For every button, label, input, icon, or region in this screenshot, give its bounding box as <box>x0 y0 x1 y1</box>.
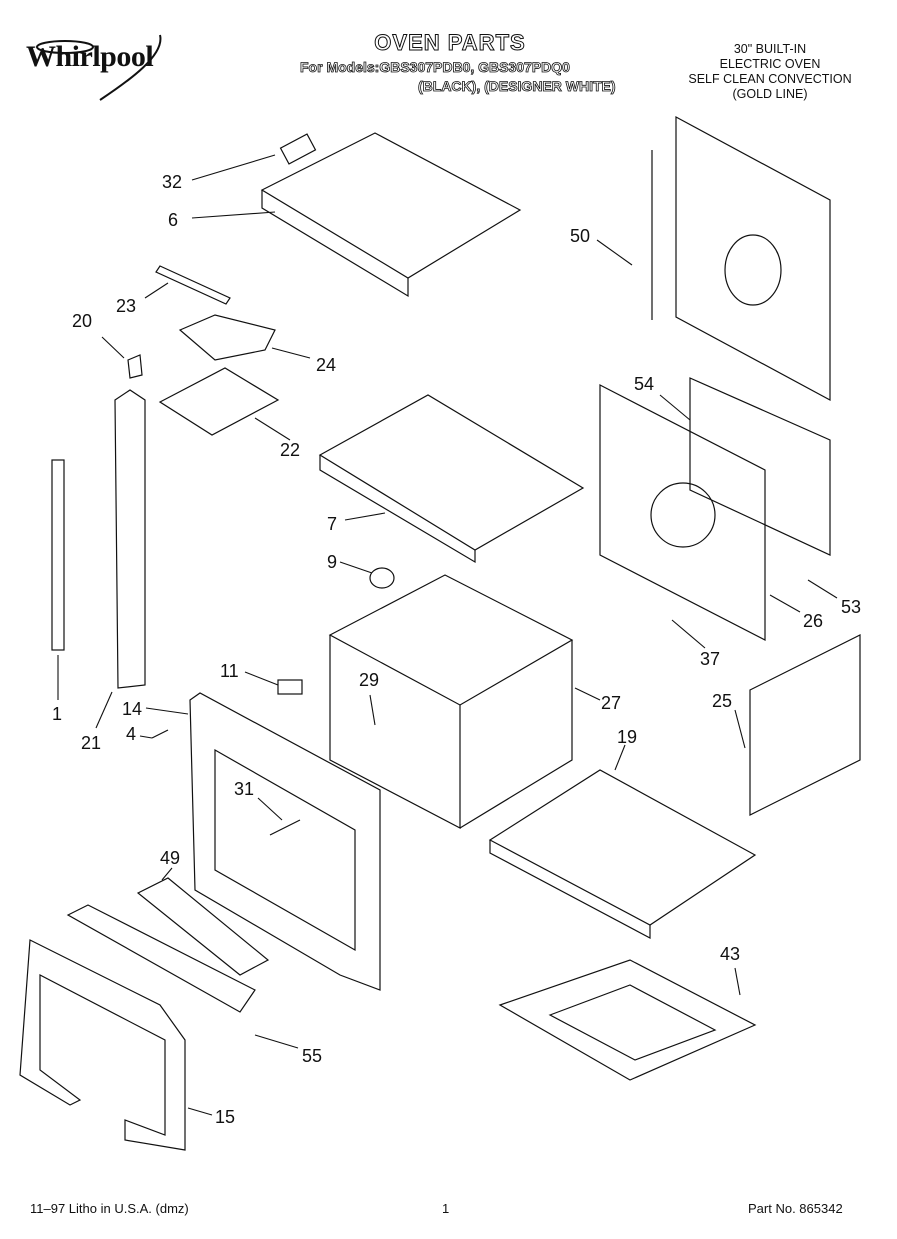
models-line-1: For Models:GBS307PDB0, GBS307PDQ0 <box>300 59 571 76</box>
part-14-front-frame <box>189 692 381 991</box>
callout-4: 4 <box>126 724 137 744</box>
callout-11: 11 <box>220 661 239 681</box>
part-32-label <box>279 133 317 165</box>
part-24-switch <box>178 314 276 361</box>
models-line-2: (BLACK), (DESIGNER WHITE) <box>418 78 616 95</box>
callout-27: 27 <box>601 693 622 713</box>
product-info-line: (GOLD LINE) <box>732 87 808 101</box>
callout-29: 29 <box>359 670 380 690</box>
callout-21: 21 <box>81 733 102 753</box>
part-21-trim <box>114 389 146 689</box>
callout-49: 49 <box>160 848 181 868</box>
litho-note: 11–97 Litho in U.S.A. (dmz) <box>30 1201 189 1216</box>
page-title: OVEN PARTS <box>374 30 526 56</box>
part-7-shelf <box>318 394 585 551</box>
part-9-element <box>369 567 395 589</box>
part-54-grille <box>689 377 831 556</box>
part-20 <box>127 354 143 379</box>
part-26-back-panel <box>599 384 766 641</box>
part-23-bracket <box>155 265 231 305</box>
product-info-line: ELECTRIC OVEN <box>719 57 821 71</box>
callout-1: 1 <box>52 704 63 724</box>
callout-54: 54 <box>634 374 655 394</box>
callout-14: 14 <box>122 699 143 719</box>
callout-37: 37 <box>700 649 721 669</box>
part-31 <box>269 819 301 836</box>
part-49 <box>136 877 270 976</box>
callout-53: 53 <box>841 597 862 617</box>
product-info-line: 30" BUILT-IN <box>733 42 807 56</box>
callout-43: 43 <box>720 944 741 964</box>
callout-31: 31 <box>234 779 255 799</box>
callout-19: 19 <box>617 727 638 747</box>
callout-6: 6 <box>168 210 179 230</box>
callout-50: 50 <box>570 226 591 246</box>
product-info-line: SELF CLEAN CONVECTION <box>688 72 852 86</box>
part-55-vent <box>66 904 256 1013</box>
part-22-plate <box>158 367 280 436</box>
part-25-side-panel <box>749 634 861 816</box>
part-6-top-plate <box>260 132 522 279</box>
callout-9: 9 <box>327 552 338 572</box>
callout-24: 24 <box>316 355 337 375</box>
part-43-pan <box>498 959 757 1081</box>
callout-55: 55 <box>302 1046 323 1066</box>
part-11 <box>277 679 303 695</box>
callout-15: 15 <box>215 1107 236 1127</box>
callout-32: 32 <box>162 172 183 192</box>
page-number: 1 <box>442 1201 450 1216</box>
part-number: Part No. 865342 <box>748 1201 843 1216</box>
callout-22: 22 <box>280 440 301 460</box>
callout-7: 7 <box>327 514 338 534</box>
part-15-gasket <box>19 939 186 1151</box>
whirlpool-logo: Whirlpool <box>26 40 154 73</box>
callout-23: 23 <box>116 296 137 316</box>
part-50-rear-panel <box>675 115 831 402</box>
callout-20: 20 <box>72 311 93 331</box>
callout-25: 25 <box>712 691 733 711</box>
part-19-tray <box>488 769 757 926</box>
callout-26: 26 <box>803 611 824 631</box>
product-info: 30" BUILT-IN ELECTRIC OVEN SELF CLEAN CO… <box>660 42 880 102</box>
part-1-rod <box>51 459 65 651</box>
